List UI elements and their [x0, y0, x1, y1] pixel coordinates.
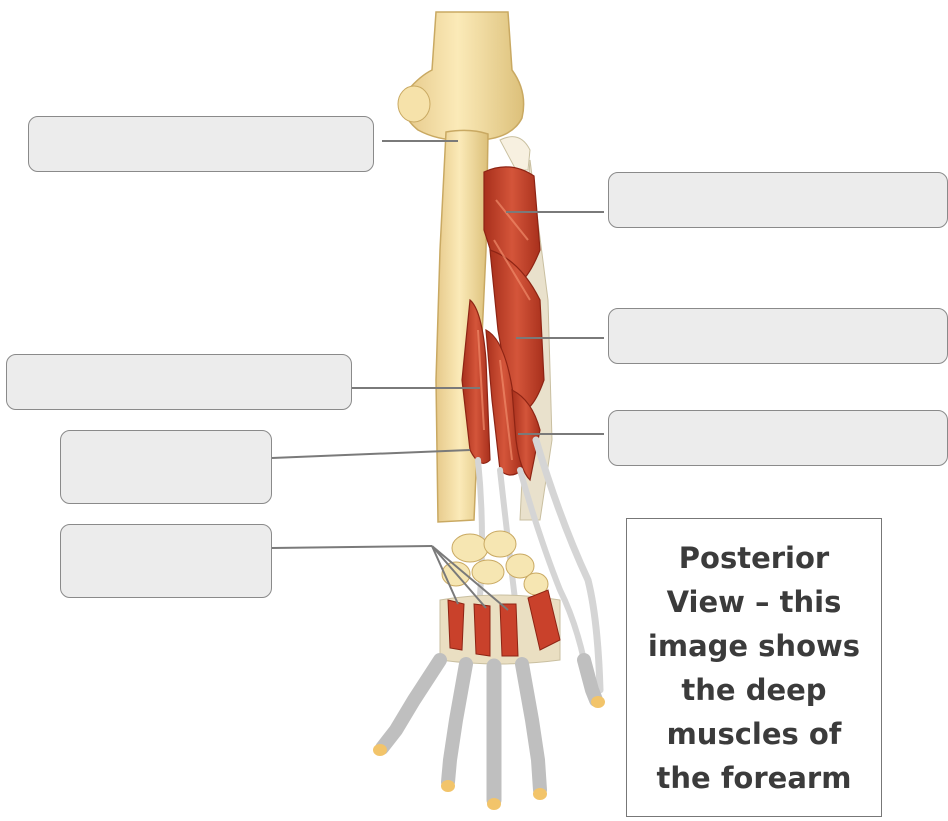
caption-text: Posterior View – this image shows the de… [648, 536, 860, 800]
interossei-muscle-2 [474, 604, 490, 656]
label-box-4[interactable] [6, 354, 352, 410]
finger-ring [448, 664, 466, 782]
interossei-muscle-1 [448, 600, 464, 650]
caption-box: Posterior View – this image shows the de… [626, 518, 882, 817]
fingers [382, 660, 596, 800]
finger-little [382, 660, 440, 748]
label-box-1[interactable] [28, 116, 374, 172]
label-box-5[interactable] [608, 410, 948, 466]
label-box-2[interactable] [608, 172, 948, 228]
finger-index [522, 664, 540, 790]
interossei-muscle-3 [500, 604, 518, 656]
label-box-6[interactable] [60, 430, 272, 504]
humerus-bone [398, 12, 524, 140]
carpal-bones [442, 531, 548, 595]
label-box-3[interactable] [608, 308, 948, 364]
label-box-7[interactable] [60, 524, 272, 598]
hand [440, 590, 560, 664]
leader-line-7 [272, 546, 432, 548]
finger-thumb [584, 660, 596, 700]
